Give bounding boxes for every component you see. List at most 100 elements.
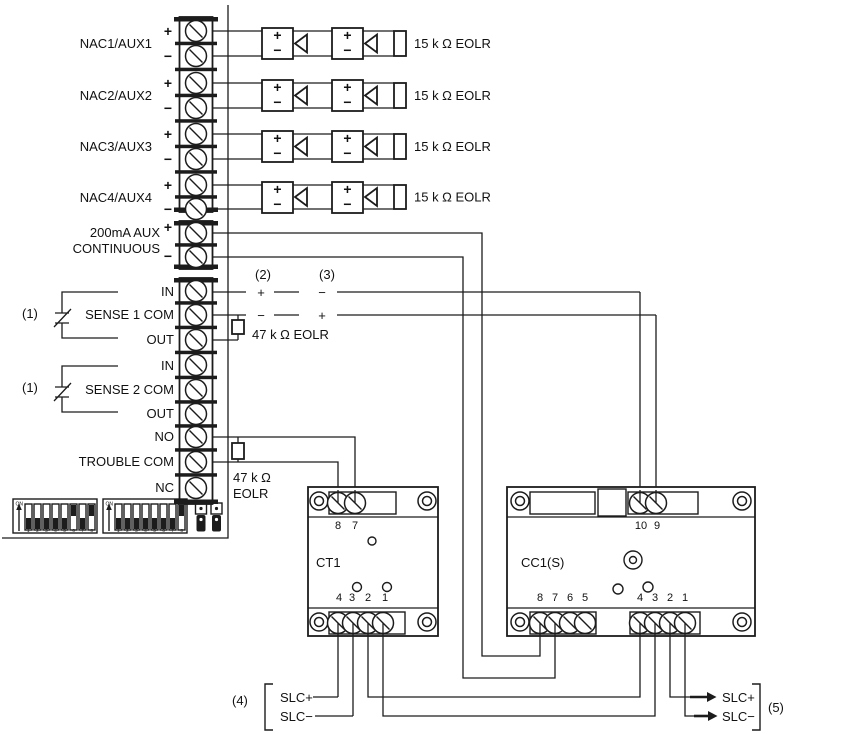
dip-switch[interactable] xyxy=(177,503,186,531)
dip-switch[interactable] xyxy=(24,503,33,531)
appliance-plus: + xyxy=(273,130,281,146)
slc-link-minus-wire xyxy=(382,623,656,717)
nac3-appliances: + − + − 15 k Ω EOLR xyxy=(261,130,491,163)
horn-icon xyxy=(363,135,378,158)
dip-switch[interactable] xyxy=(159,503,168,531)
terminal-labels: NAC1/AUX1 NAC2/AUX2 NAC3/AUX3 NAC4/AUX4 … xyxy=(73,23,174,495)
sense1-out-label: OUT xyxy=(147,332,175,347)
sense1-com-wire xyxy=(213,314,657,503)
dip-switch[interactable] xyxy=(114,503,123,531)
svg-text:+: + xyxy=(164,126,172,142)
svg-text:7: 7 xyxy=(352,520,358,532)
dip-switch[interactable] xyxy=(123,503,132,531)
svg-text:−: − xyxy=(164,201,172,217)
svg-text:8: 8 xyxy=(537,592,543,604)
note-5: (5) xyxy=(768,700,784,715)
svg-text:10: 10 xyxy=(635,520,647,532)
jumper-2[interactable] xyxy=(210,502,223,532)
eolr-resistor xyxy=(393,133,407,160)
appliance-minus: − xyxy=(343,42,351,58)
eolr-resistor xyxy=(393,30,407,57)
slc-left-labels: (4) SLC+ SLC− xyxy=(232,683,313,731)
appliance-plus: + xyxy=(343,27,351,43)
trouble-nc-label: NC xyxy=(155,480,174,495)
eolr-label: 15 k Ω EOLR xyxy=(414,190,491,205)
aux-label-2: CONTINUOUS xyxy=(73,241,161,256)
dip-switch[interactable] xyxy=(132,503,141,531)
nac3-label: NAC3/AUX3 xyxy=(80,139,152,154)
svg-text:−: − xyxy=(164,248,172,264)
svg-text:−: − xyxy=(257,308,265,323)
aux-minus-wire xyxy=(213,256,556,679)
appliance-minus: − xyxy=(343,196,351,212)
dip-switch[interactable] xyxy=(42,503,51,531)
led-icon xyxy=(642,581,654,593)
eolr-label: 47 k Ω EOLR xyxy=(252,327,329,342)
svg-text:3: 3 xyxy=(652,592,658,604)
dip-switch-bank-1: ON 1 2 3 4 5 6 7 8 xyxy=(12,498,98,534)
svg-text:4: 4 xyxy=(336,592,342,604)
cc1-top-left-block xyxy=(529,491,596,515)
trouble-eolr: 47 k Ω EOLR xyxy=(231,437,271,501)
left-bracket xyxy=(264,683,273,731)
note-3: (3) xyxy=(319,267,335,282)
dip-numbers: 1 2 3 4 5 6 7 8 xyxy=(117,528,183,533)
cc1-component-block xyxy=(597,488,627,517)
aux-label-1: 200mA AUX xyxy=(90,225,160,240)
sense1-eolr: 47 k Ω EOLR xyxy=(213,315,329,342)
right-bracket xyxy=(752,683,761,731)
eolr-resistor xyxy=(393,82,407,109)
nac2-appliances: + − + − 15 k Ω EOLR xyxy=(261,79,491,112)
slc-minus-label: SLC− xyxy=(280,709,313,724)
panel-boundary xyxy=(2,5,229,539)
led-icon xyxy=(381,581,393,593)
svg-text:+: + xyxy=(164,23,172,39)
slc-minus-label: SLC− xyxy=(722,709,755,724)
sense2-in-label: IN xyxy=(161,358,174,373)
slc-out-plus-wire xyxy=(669,623,690,698)
led-icon xyxy=(367,536,377,546)
slc-in-minus-wire xyxy=(315,623,354,717)
mounting-hole-icon xyxy=(510,491,530,511)
svg-text:+: + xyxy=(164,75,172,91)
dip-switch[interactable] xyxy=(168,503,177,531)
appliance-plus: + xyxy=(273,181,281,197)
sense1-in-wire xyxy=(213,291,641,503)
dip-switch[interactable] xyxy=(33,503,42,531)
slc-plus-label: SLC+ xyxy=(722,690,755,705)
trouble-no-wire xyxy=(213,436,356,503)
svg-text:−: − xyxy=(164,48,172,64)
appliance-plus: + xyxy=(273,27,281,43)
jumper-1[interactable] xyxy=(194,502,208,532)
dip-switch[interactable] xyxy=(87,503,96,531)
nac2-label: NAC2/AUX2 xyxy=(80,88,152,103)
svg-text:1: 1 xyxy=(382,592,388,604)
dip-switch[interactable] xyxy=(141,503,150,531)
mounting-hole-icon xyxy=(510,612,530,632)
sense1-contact: (1) xyxy=(22,291,118,339)
cc1-name: CC1(S) xyxy=(521,555,564,570)
cc1-module: 10 9 CC1(S) 8 7 6 5 4 3 2 1 xyxy=(506,486,756,637)
appliance-plus: + xyxy=(343,79,351,95)
svg-text:9: 9 xyxy=(654,520,660,532)
terminal-strip xyxy=(174,16,218,505)
dip-switch[interactable] xyxy=(60,503,69,531)
svg-text:−: − xyxy=(318,285,326,300)
note-2: (2) xyxy=(255,267,271,282)
nac4-label: NAC4/AUX4 xyxy=(80,190,152,205)
dip-switch[interactable] xyxy=(69,503,78,531)
cc1-terminal-5 xyxy=(573,611,597,635)
dip-on-label: ON xyxy=(106,502,114,508)
dip-switch[interactable] xyxy=(150,503,159,531)
dip-switch[interactable] xyxy=(51,503,60,531)
mounting-hole-icon xyxy=(417,612,437,632)
ct1-module: 8 7 CT1 4 3 2 1 xyxy=(307,486,439,637)
trouble-no-label: NO xyxy=(155,429,175,444)
mounting-hole-icon xyxy=(417,491,437,511)
mounting-hole-icon xyxy=(309,612,329,632)
dip-switch[interactable] xyxy=(78,503,87,531)
sense2-out-label: OUT xyxy=(147,406,175,421)
horn-icon xyxy=(363,32,378,55)
note-1: (1) xyxy=(22,306,38,321)
